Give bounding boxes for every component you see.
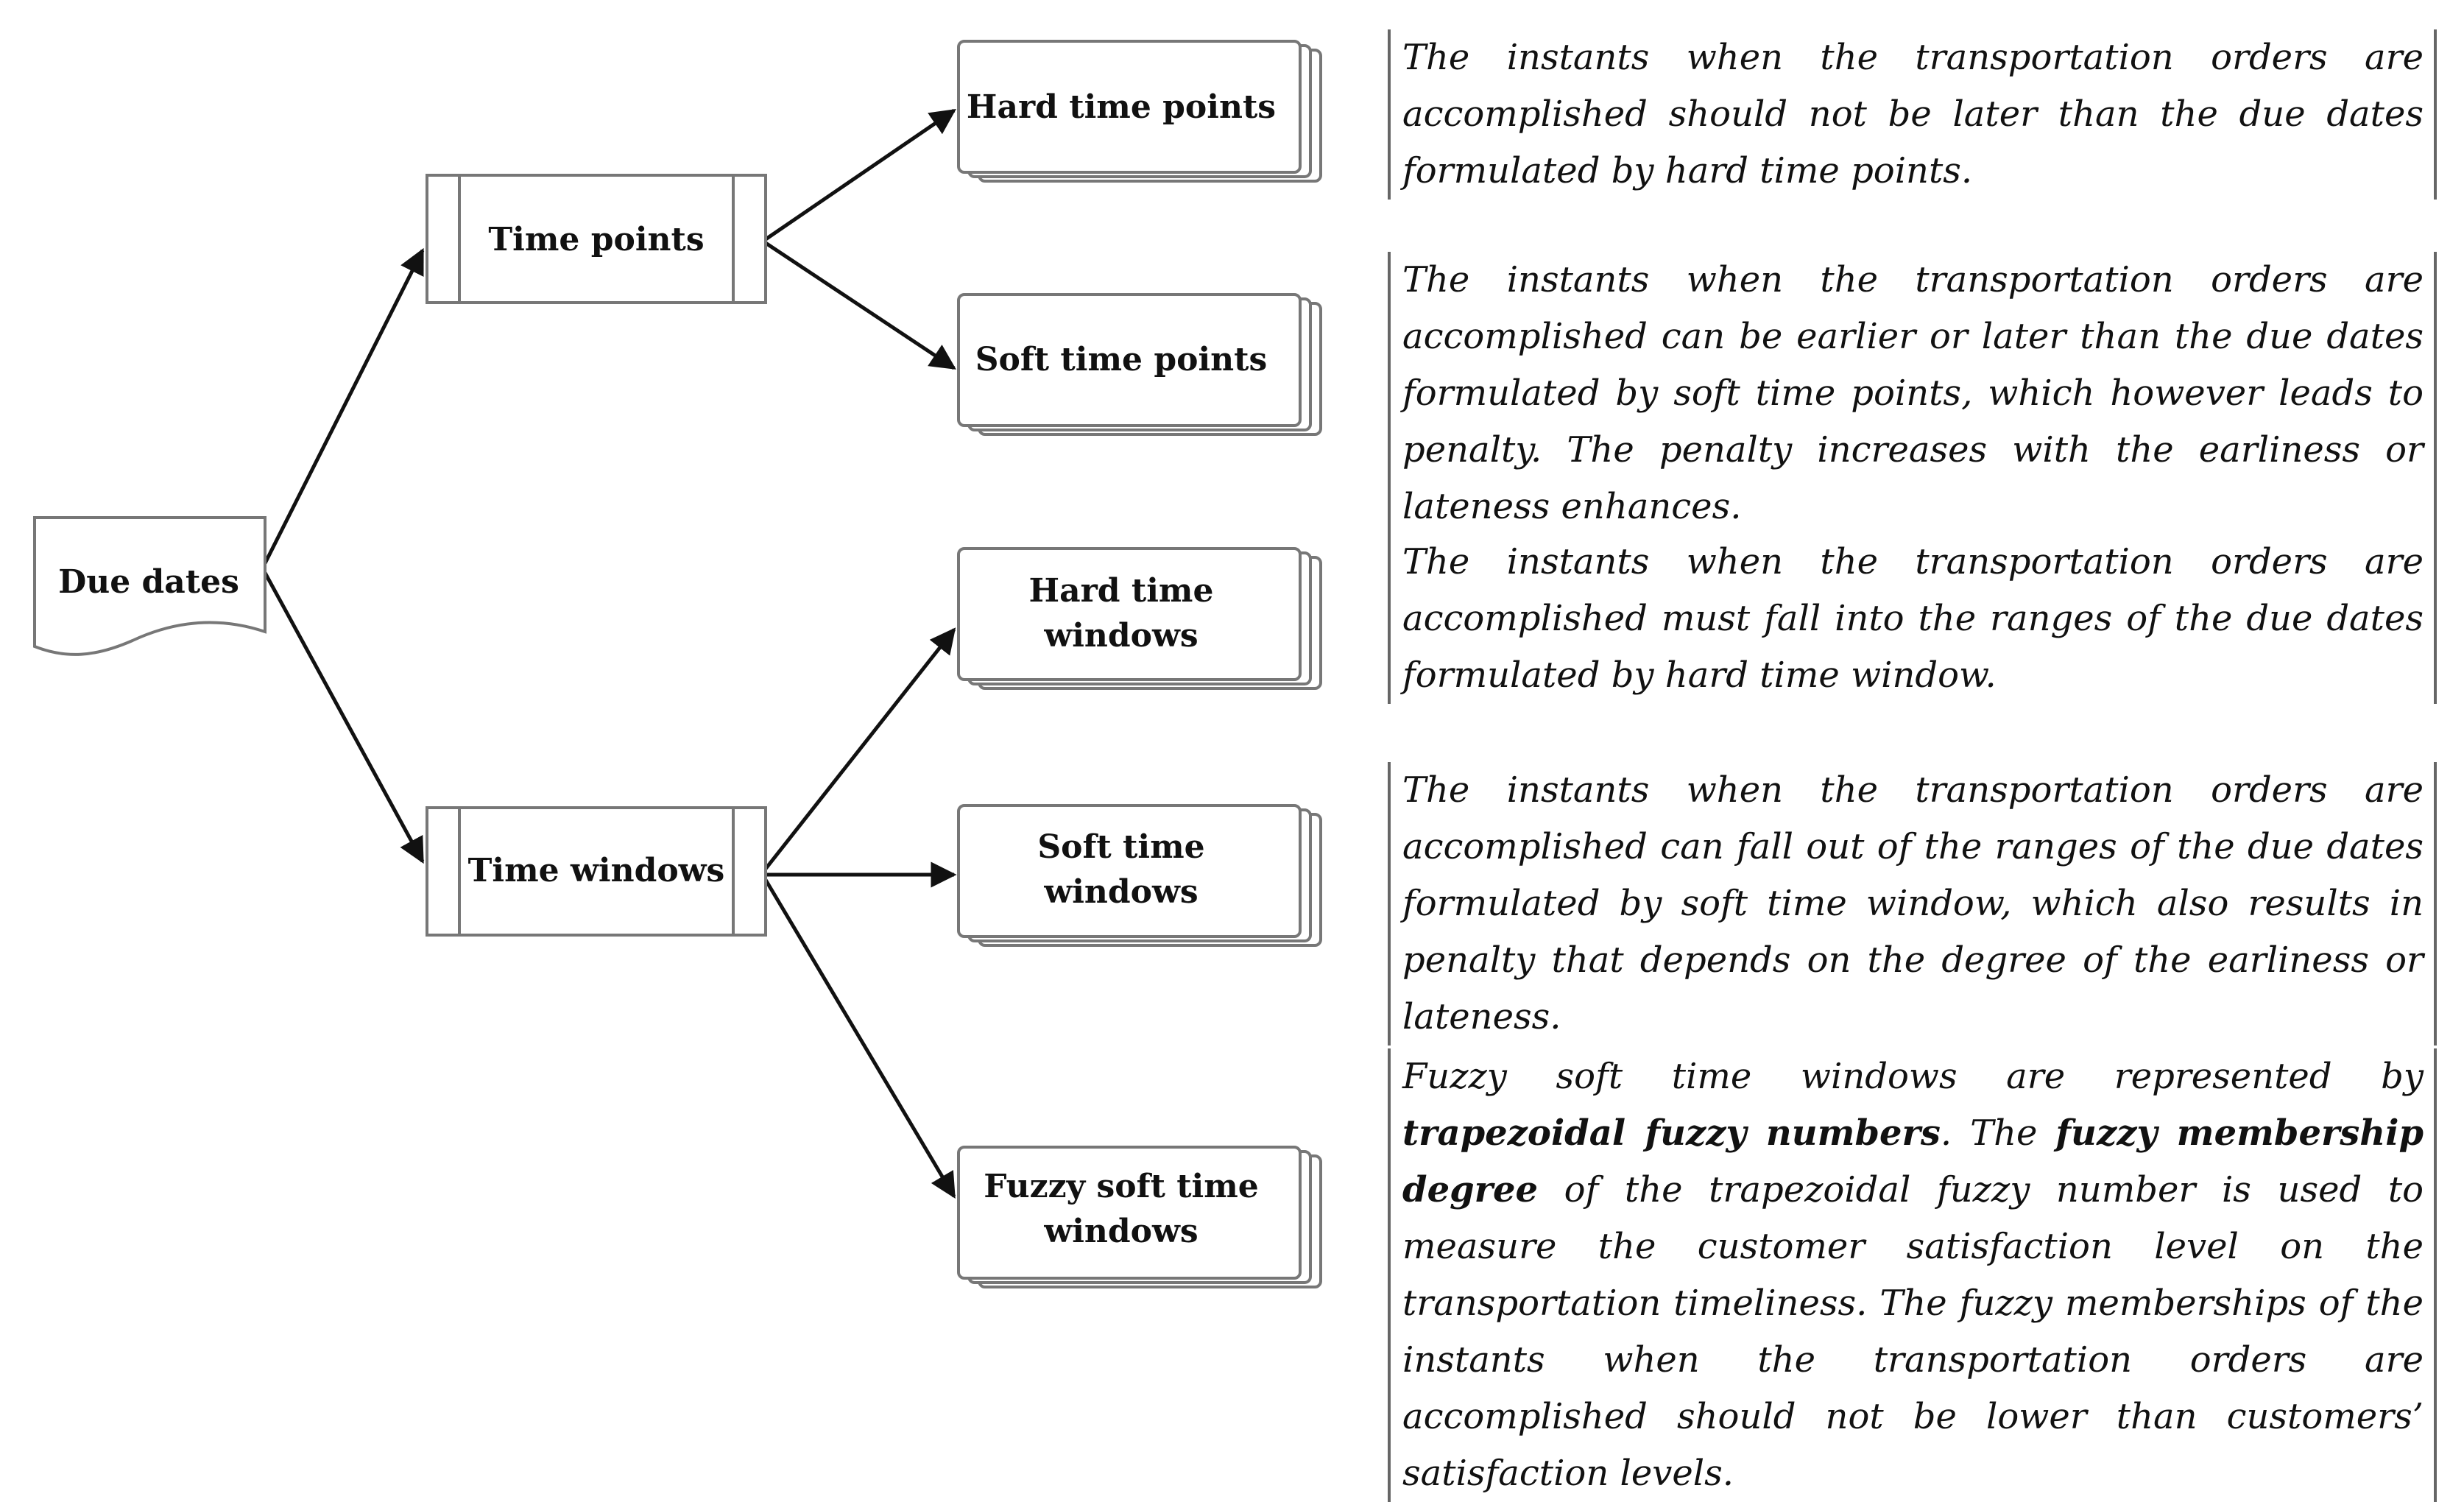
process-box: [426, 806, 767, 937]
stack-front-sheet: [957, 40, 1302, 174]
description-text: The instants when the transportation ord…: [1402, 769, 2424, 1037]
stack-front-sheet: [957, 547, 1302, 681]
description-bold-fuzzy-membership-degree: fuzzy membership degree: [1402, 1113, 2424, 1210]
description-hard-time-windows: The instants when the transportation ord…: [1388, 534, 2437, 704]
node-hard-time-windows: Hard time windows: [957, 547, 1322, 690]
node-soft-time-points-label: Soft time points: [975, 341, 1268, 378]
arrow-time-windows-to-fuzzy-soft-time-windows: [763, 878, 956, 1199]
description-soft-time-windows: The instants when the transportation ord…: [1388, 762, 2437, 1046]
node-time-points-label: Time points: [488, 221, 704, 258]
node-fuzzy-soft-time-windows: Fuzzy soft time windows: [957, 1146, 1322, 1288]
node-hard-time-points: Hard time points: [957, 40, 1322, 183]
arrow-root-to-time-points: [263, 247, 425, 565]
description-hard-time-points: The instants when the transportation ord…: [1388, 29, 2437, 200]
arrow-time-points-to-soft-time-points: [764, 241, 956, 370]
node-hard-time-windows-label-line-1: Hard time: [1029, 572, 1214, 610]
description-text: The instants when the transportation ord…: [1402, 37, 2424, 191]
node-due-dates-label: Due dates: [58, 563, 239, 601]
due-dates-tree-diagram: Due dates Time points Time windows Hard …: [33, 40, 1322, 1288]
node-fuzzy-soft-time-windows-label-line-2: windows: [1043, 1213, 1198, 1250]
node-due-dates: Due dates: [33, 516, 266, 656]
node-hard-time-points-label: Hard time points: [967, 88, 1276, 126]
node-fuzzy-soft-time-windows-label-line-1: Fuzzy soft time: [984, 1168, 1259, 1205]
description-soft-time-points: The instants when the transportation ord…: [1388, 252, 2437, 535]
description-bold-trapezoidal-fuzzy-numbers: trapezoidal fuzzy numbers: [1402, 1113, 1941, 1154]
process-box: [426, 174, 767, 304]
arrow-time-points-to-hard-time-points: [764, 108, 956, 241]
stack-front-sheet: [957, 1146, 1302, 1280]
description-text: The instants when the transportation ord…: [1402, 541, 2424, 696]
document-shape: [33, 516, 266, 656]
node-soft-time-windows-label-line-1: Soft time: [1037, 828, 1204, 866]
node-time-windows: Time windows: [426, 806, 767, 937]
stack-front-sheet: [957, 804, 1302, 938]
node-soft-time-windows: Soft time windows: [957, 804, 1322, 947]
node-soft-time-windows-label-line-2: windows: [1043, 873, 1198, 911]
node-soft-time-points: Soft time points: [957, 293, 1322, 436]
stack-front-sheet: [957, 293, 1302, 427]
connectors: [263, 108, 957, 1199]
arrow-root-to-time-windows: [263, 571, 425, 864]
description-text-part-2: . The: [1940, 1113, 2056, 1154]
description-text-part-3: of the trapezoidal fuzzy number is used …: [1402, 1169, 2424, 1494]
node-time-windows-label: Time windows: [468, 852, 725, 889]
description-text-part-1: Fuzzy soft time windows are represented …: [1402, 1056, 2424, 1097]
description-text: The instants when the transportation ord…: [1402, 259, 2424, 527]
node-time-points: Time points: [426, 174, 767, 304]
arrow-time-windows-to-hard-time-windows: [764, 627, 956, 870]
node-hard-time-windows-label-line-2: windows: [1043, 617, 1198, 655]
description-fuzzy-soft-time-windows: Fuzzy soft time windows are represented …: [1388, 1048, 2437, 1502]
